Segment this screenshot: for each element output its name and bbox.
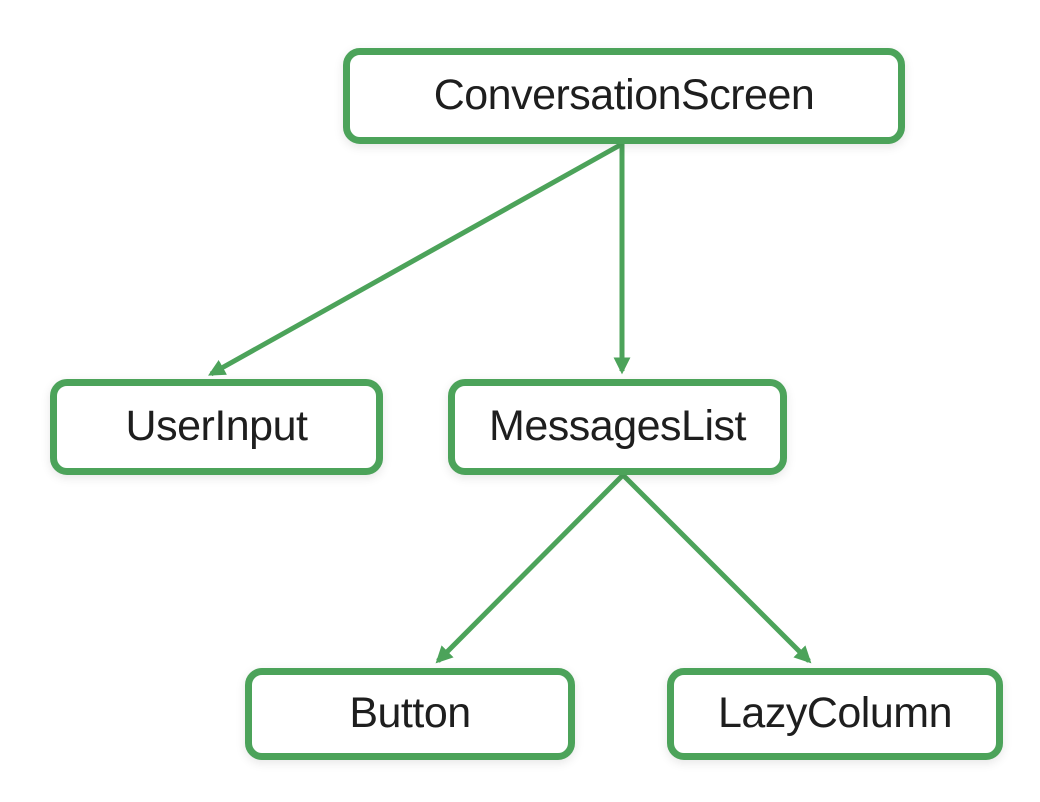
node-messages-list-label: MessagesList	[489, 401, 746, 450]
edge-messageslist-button	[435, 473, 625, 664]
edge-conversationscreen-userinput	[208, 141, 624, 377]
node-user-input-label: UserInput	[125, 401, 308, 450]
node-messages-list: MessagesList	[448, 379, 787, 475]
node-user-input: UserInput	[50, 379, 383, 475]
node-conversation-screen-label: ConversationScreen	[433, 70, 815, 119]
node-lazy-column: LazyColumn	[667, 668, 1003, 760]
node-lazy-column-label: LazyColumn	[718, 688, 953, 737]
node-button-label: Button	[349, 688, 471, 737]
node-conversation-screen: ConversationScreen	[343, 48, 905, 144]
edge-messageslist-lazycolumn	[621, 473, 812, 664]
node-button: Button	[245, 668, 575, 760]
